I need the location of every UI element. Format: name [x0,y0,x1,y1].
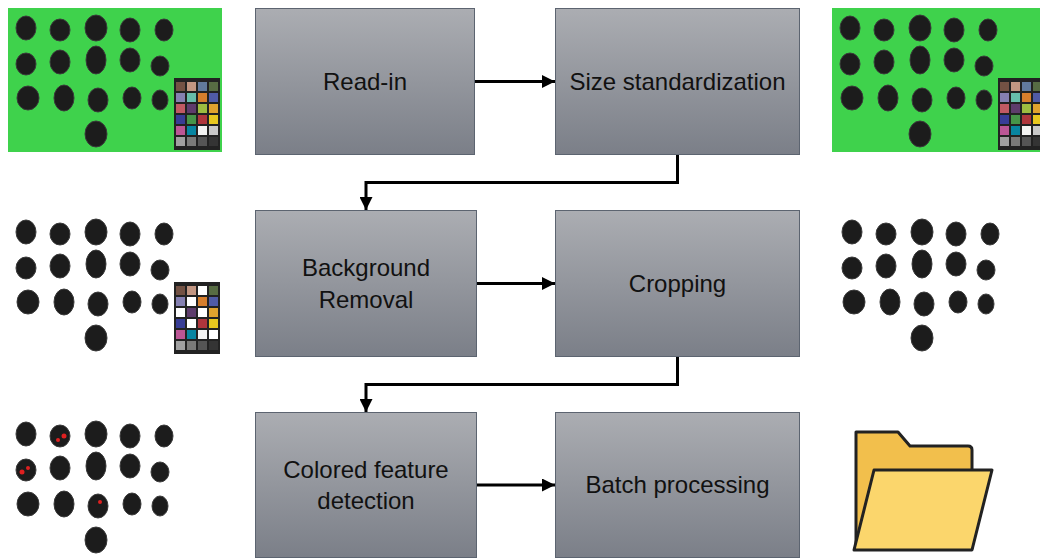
removed-patch [198,308,207,317]
flow-arrow [366,155,678,210]
process-box: Batch processing [555,412,800,558]
removed-patch [198,286,207,295]
feature-photo [16,421,173,553]
process-box: Colored feature detection [255,412,477,558]
blackberries [840,15,997,147]
folder-front [854,470,992,550]
green-background [8,8,222,152]
blackberries [16,219,173,351]
blackberries [16,421,173,553]
process-box: Cropping [555,210,800,357]
box-label: Batch processing [585,469,769,500]
box-label: Colored feature detection [268,454,464,516]
red-feature [98,500,102,504]
removed-patch [209,330,218,339]
blackberries [16,15,173,147]
color-chart [174,282,220,354]
red-feature [62,434,67,439]
standardized-photo [832,8,1040,152]
removed-patch [176,308,185,317]
process-box: Background Removal [255,210,477,357]
flow-arrow [366,357,678,412]
folder-icon [854,432,992,550]
box-label: Size standardization [569,66,785,97]
red-feature [56,438,60,442]
box-label: Background Removal [268,252,464,314]
blackberries [842,219,999,351]
process-box: Size standardization [555,8,800,155]
cropped-photo [842,219,999,351]
removed-patch [187,319,196,328]
background-removed-photo [16,219,220,354]
red-feature [20,470,25,475]
flow-arrow [475,80,555,83]
flow-arrow [477,282,555,285]
red-feature [26,466,30,470]
box-label: Read-in [323,66,407,97]
flow-arrow [477,484,555,487]
raw-photo [8,8,222,152]
process-box: Read-in [255,8,475,155]
removed-patch [187,297,196,306]
color-chart [174,78,220,150]
box-label: Cropping [629,268,726,299]
color-chart [998,78,1040,150]
